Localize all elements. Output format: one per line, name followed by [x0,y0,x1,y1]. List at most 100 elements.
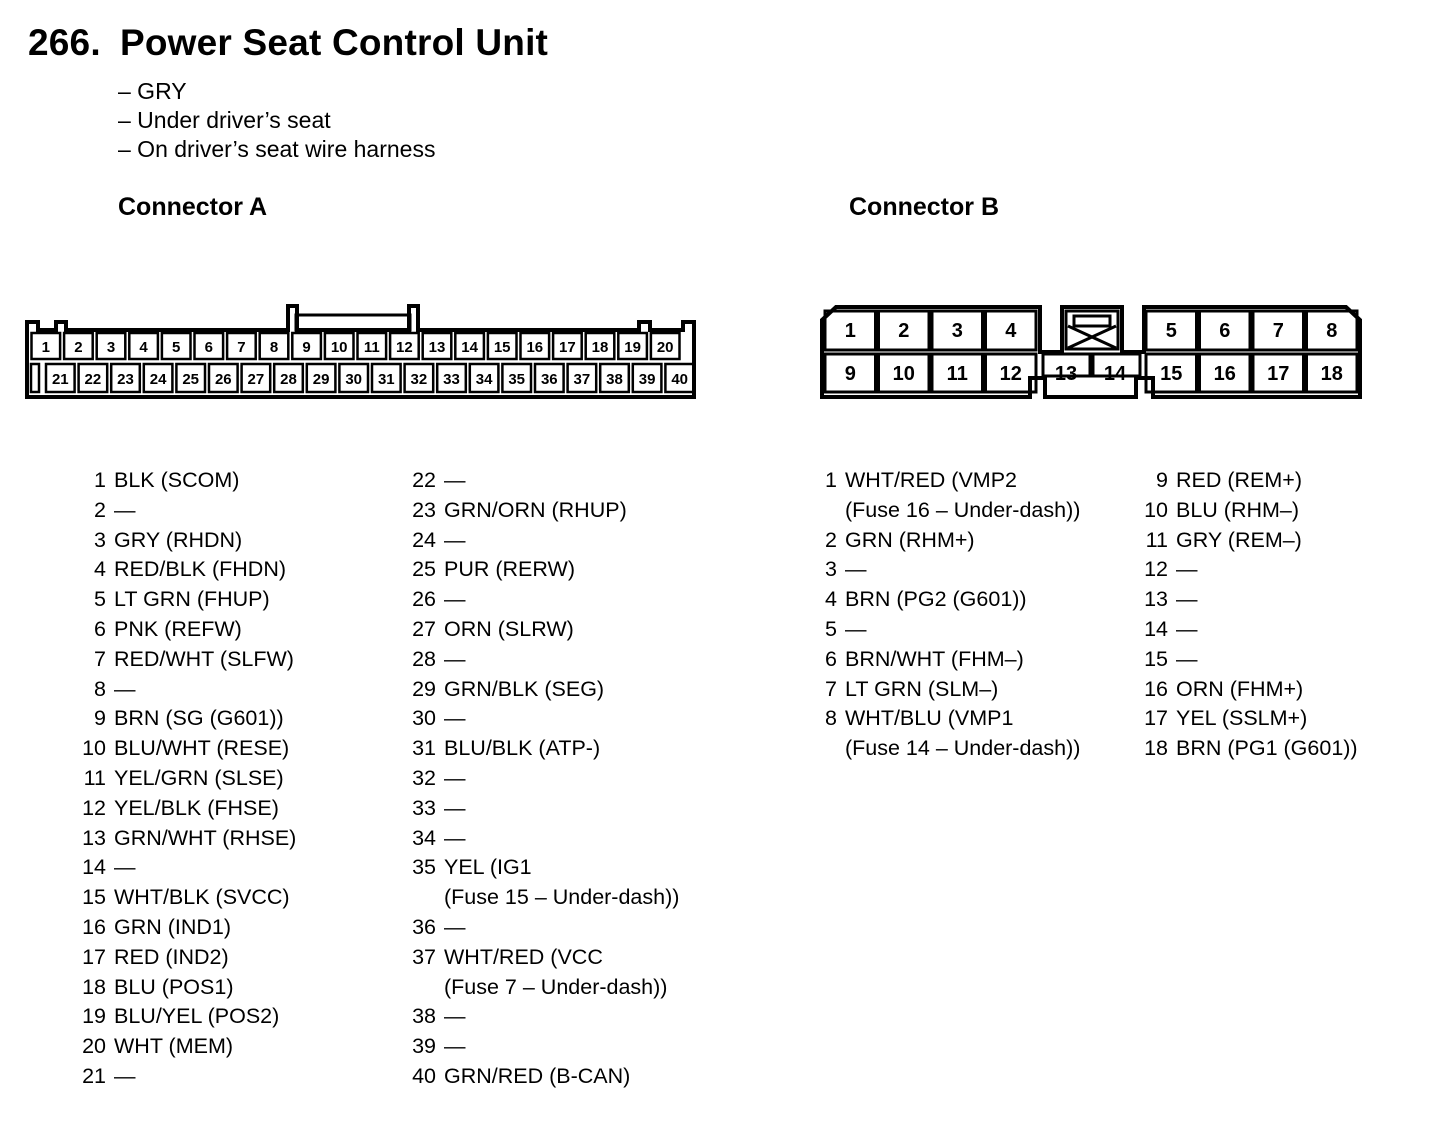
connector-a-cavity [598,362,631,394]
pin-description: — [845,616,867,641]
pin-number: 32 [412,765,436,790]
connector-pin-number: 17 [559,339,576,356]
connector-a-latch [294,313,412,332]
connector-b-heading: Connector B [849,193,999,221]
connector-a-key [29,362,41,394]
pin-number: 30 [412,706,436,731]
pin-number: 11 [1145,527,1168,552]
connector-pin-number: 40 [671,371,688,388]
pin-description: RED/BLK (FHDN) [114,557,287,582]
pin-description: BLU/BLK (ATP-) [444,736,601,761]
connector-pin-number: 39 [639,371,656,388]
pin-description: BLU (POS1) [114,974,234,999]
connector-b-cavity [1198,352,1252,394]
pin-description: RED (IND2) [114,944,229,969]
pin-description: — [444,825,466,850]
connector-pin-number: 6 [1219,320,1230,342]
pin-description: — [444,914,466,939]
pin-description: — [444,765,466,790]
pin-number: 2 [825,527,837,552]
pin-description: — [444,1034,466,1059]
pin-description: BLU/WHT (RESE) [114,736,290,761]
connector-pin-number: 11 [364,339,380,356]
pin-description: — [444,706,466,731]
connector-a-cavity [207,362,239,394]
connector-a-pin-row: 21— [62,1062,296,1092]
connector-pin-number: 12 [396,339,413,356]
pin-number: 8 [94,676,106,701]
connector-pin-number: 17 [1267,363,1289,385]
connector-pin-number: 8 [1326,320,1337,342]
pin-description: WHT (MEM) [114,1034,234,1059]
connector-a-cavity [109,362,142,394]
connector-a-cavity [193,331,225,361]
pin-number: 13 [82,825,106,850]
connector-b-pin-row: 11 GRY (REM–) [1124,526,1358,556]
connector-a-cavity [566,362,598,394]
connector-a-cavity [338,362,370,394]
connector-b-pin-row: 5— [793,615,1080,645]
pin-description: PNK (REFW) [114,616,242,641]
connector-a-heading: Connector A [118,193,268,221]
pin-number: 18 [1144,736,1168,761]
pin-description: LT GRN (SLM–) [845,676,999,701]
connector-b-pin-row: 15— [1124,645,1358,675]
pin-description: WHT/BLK (SVCC) [114,885,290,910]
connector-pin-number: 16 [1214,363,1236,385]
pin-description: BRN (PG1 (G601)) [1176,736,1358,761]
pin-description: — [114,676,136,701]
connector-a-cavity [501,362,533,394]
pin-description: GRN/WHT (RHSE) [114,825,297,850]
pin-description: — [114,855,136,880]
connector-b-pin-row: 13— [1124,585,1358,615]
connector-b-pin-row: 14— [1124,615,1358,645]
pin-number: 37 [412,944,436,969]
connector-pin-number: 8 [270,339,278,356]
pin-number: 6 [825,646,837,671]
connector-b-cavity [930,352,984,394]
connector-pin-number: 1 [845,320,856,342]
connector-pin-number: 36 [541,371,558,388]
connector-pin-number: 12 [1000,363,1022,385]
pin-description: GRY (REM–) [1176,527,1302,552]
pin-number: 7 [94,646,106,671]
pin-description: — [444,587,466,612]
connector-pin-number: 7 [1273,320,1284,342]
connector-a-cavity [435,362,468,394]
connector-b-cavity [1041,352,1092,378]
page-title: 266.Power Seat Control Unit [28,22,548,64]
pin-description: BLU (RHM–) [1176,497,1300,522]
pin-number: 31 [412,736,436,761]
connector-pin-number: 5 [172,339,180,356]
connector-b-cavity [984,309,1038,352]
pin-number: 12 [1144,557,1168,582]
pin-description: BRN (PG2 (G601)) [845,587,1027,612]
pin-number: 3 [94,527,106,552]
pin-number: 39 [412,1034,436,1059]
connector-a-cavity [160,331,192,361]
pin-number: 1 [825,468,837,492]
connector-a-cavity [258,331,290,361]
pin-number: 10 [82,736,106,761]
connector-a-pin-row: 26— [392,585,679,615]
connector-pin-number: 27 [248,371,265,388]
pin-number: 4 [825,587,837,612]
connector-a-cavity [240,362,272,394]
connector-a-cavity [403,362,435,394]
connector-a-cavity [77,362,109,394]
component-title: Power Seat Control Unit [120,22,549,63]
pin-number: 27 [412,616,436,641]
